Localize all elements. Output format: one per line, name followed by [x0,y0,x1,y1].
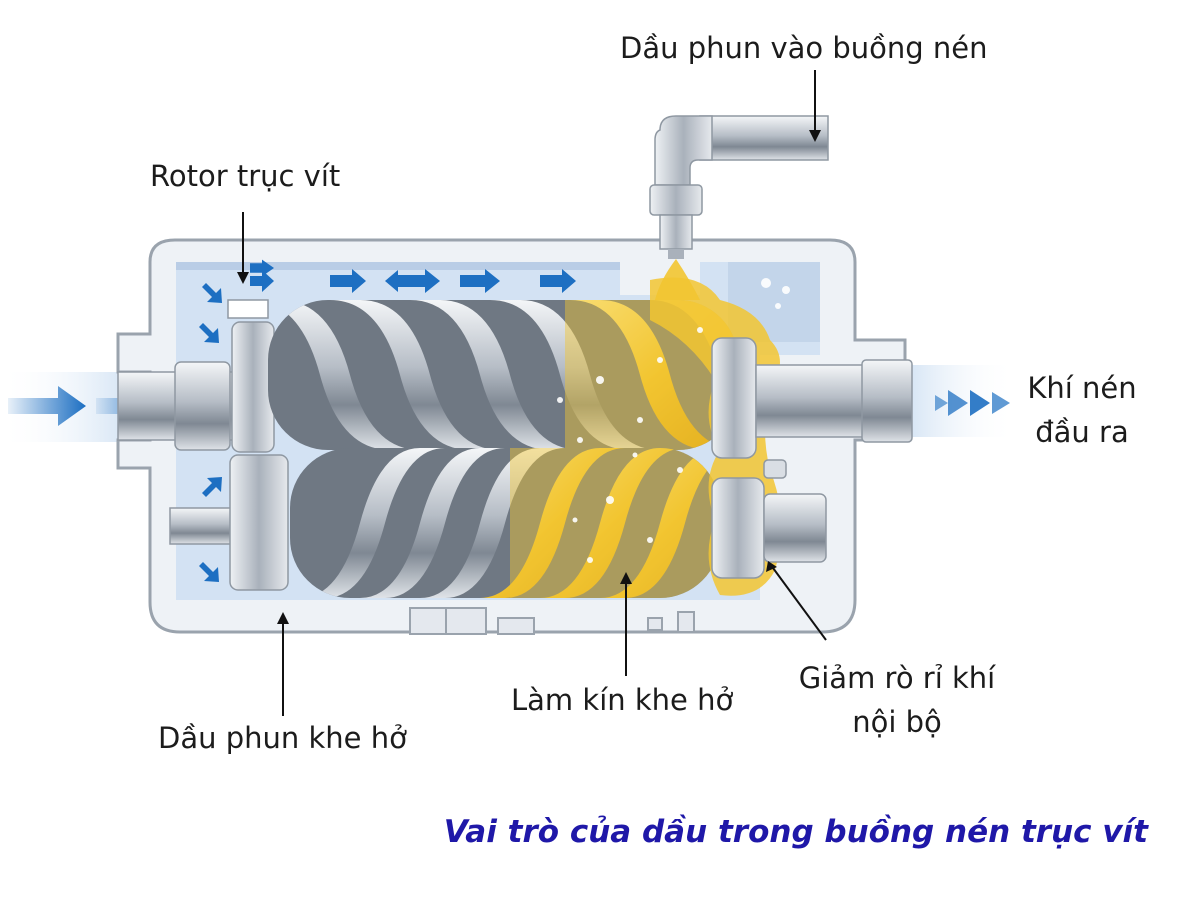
label-leak-line1: Giảm rò rỉ khí [798,661,996,695]
label-seal-gap: Làm kín khe hở [511,683,734,717]
outlet-end-plate-top [711,337,757,459]
label-outlet-line2: đầu ra [1035,415,1129,449]
label-outlet-line1: Khí nén [1027,371,1137,405]
outlet-arrows [935,390,1010,416]
label-gap-oil: Dầu phun khe hở [158,721,407,755]
rotor-bottom [290,448,720,598]
oil-droplets [557,327,703,563]
rotor-end-plate-top [231,321,275,453]
label-rotor: Rotor trục vít [150,159,341,193]
outlet-end-plate-bottom [711,477,765,579]
leader-arrowheads [237,130,821,624]
label-oil-injection-chamber: Dầu phun vào buồng nén [620,31,988,65]
label-leak-line2: nội bộ [852,705,942,739]
oil-injection-pipe [649,115,829,300]
figure-caption: Vai trò của dầu trong buồng nén trục vít [443,814,1148,850]
outlet-shaft [755,364,867,438]
leader-lines [242,70,827,716]
rotor-end-plate-bottom [229,454,289,591]
housing-base [409,607,695,635]
coolant-flow-arrows [199,259,576,582]
